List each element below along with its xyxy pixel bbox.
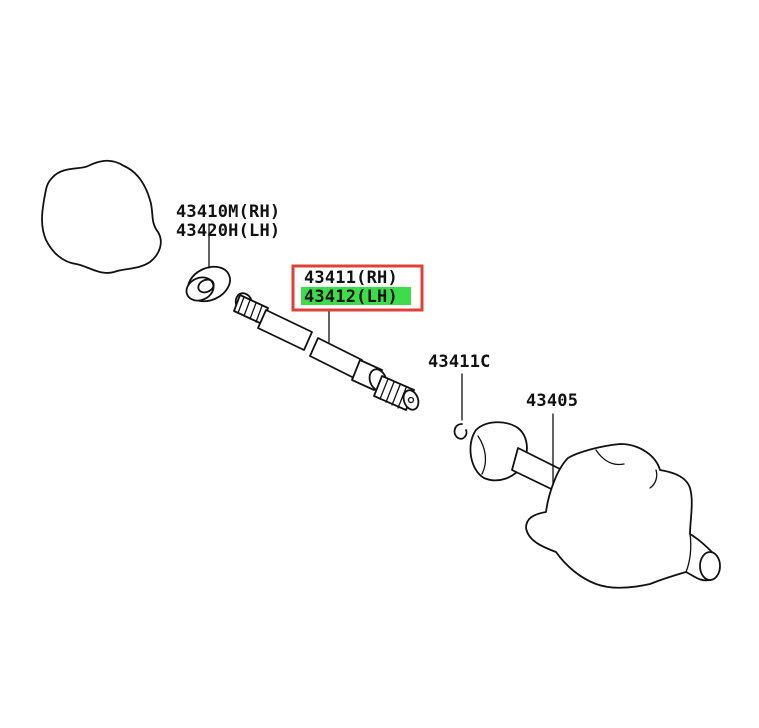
label-seal-lh: 43420H(LH): [176, 221, 280, 241]
label-shaft-rh: 43411(RH): [304, 268, 398, 288]
oil-seal: [185, 223, 231, 303]
differential-housing: [525, 443, 721, 589]
snap-ring: [453, 373, 468, 440]
highlight-box: [291, 264, 424, 312]
highlight-fill: [301, 287, 411, 305]
boot-cover: [41, 159, 162, 274]
label-inboard-joint: 43405: [526, 391, 578, 411]
label-shaft-lh: 43412(LH): [304, 287, 398, 307]
drive-shaft: [233, 292, 420, 411]
label-snap-ring: 43411C: [428, 352, 491, 372]
label-seal-rh: 43410M(RH): [176, 202, 280, 222]
